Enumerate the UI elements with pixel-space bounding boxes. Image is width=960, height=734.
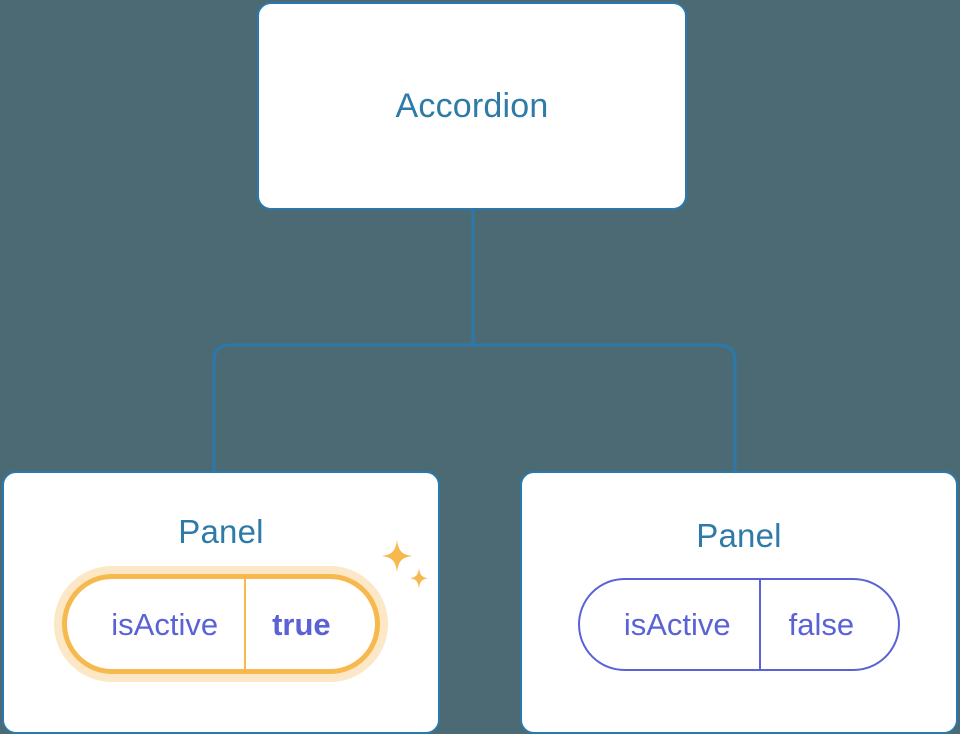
connector-branch-left <box>212 343 475 473</box>
node-panel-active-title: Panel <box>178 513 264 550</box>
connector-branch-right <box>471 343 737 473</box>
node-accordion-title: Accordion <box>395 87 549 125</box>
prop-value-label: true <box>244 579 375 669</box>
sparkle-small-icon <box>409 568 428 589</box>
prop-pill-isactive-true[interactable]: isActive true <box>62 574 380 674</box>
node-panel-active[interactable]: Panel isActive true <box>2 471 440 734</box>
sparkle-large-icon <box>381 540 412 572</box>
node-panel-inactive[interactable]: Panel isActive false <box>520 471 958 734</box>
sparkles-group <box>381 540 428 589</box>
prop-pill-isactive-false[interactable]: isActive false <box>577 578 901 671</box>
prop-pill-inactive-wrap: isActive false <box>577 578 901 671</box>
node-accordion[interactable]: Accordion <box>257 2 687 210</box>
prop-pill-active-wrap: isActive true <box>62 540 428 674</box>
prop-key-label: isActive <box>623 607 731 642</box>
prop-value-label: false <box>758 580 898 669</box>
prop-key-label: isActive <box>111 606 219 642</box>
node-panel-inactive-title: Panel <box>696 517 782 554</box>
